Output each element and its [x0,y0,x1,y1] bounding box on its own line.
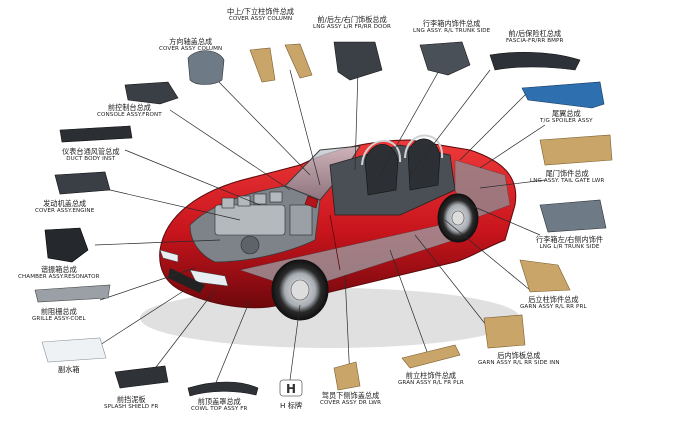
label-h-logo: H 标牌 [280,401,303,410]
cowl-top-part [187,381,259,397]
grille-part [34,284,111,303]
console-front-part [124,81,179,105]
spoiler-part [521,81,605,109]
rr-side-inn-part [483,314,526,349]
h-logo-part [279,379,303,397]
tail-gate-part [539,134,613,166]
fr-plr-part [401,344,461,369]
duct-body-part [59,125,133,143]
door-trim-part [333,41,383,81]
svg-text:H: H [286,382,296,396]
water-tank-part [41,337,107,363]
column-cover-part-a [249,47,276,83]
splash-shield-part [114,365,169,389]
cover-dr-lwr-part [333,361,361,391]
steering-column-cover-part [187,50,225,85]
label-water-tank: 副水箱 [58,365,80,374]
resonator-part [44,227,89,263]
rr-plr-part [519,259,571,293]
bumper-fascia-part [489,51,581,71]
column-cover-part-b [284,43,313,79]
engine-cover-part [54,171,111,195]
trunk-lr-side-part [539,199,607,233]
trunk-side-part [419,41,471,76]
